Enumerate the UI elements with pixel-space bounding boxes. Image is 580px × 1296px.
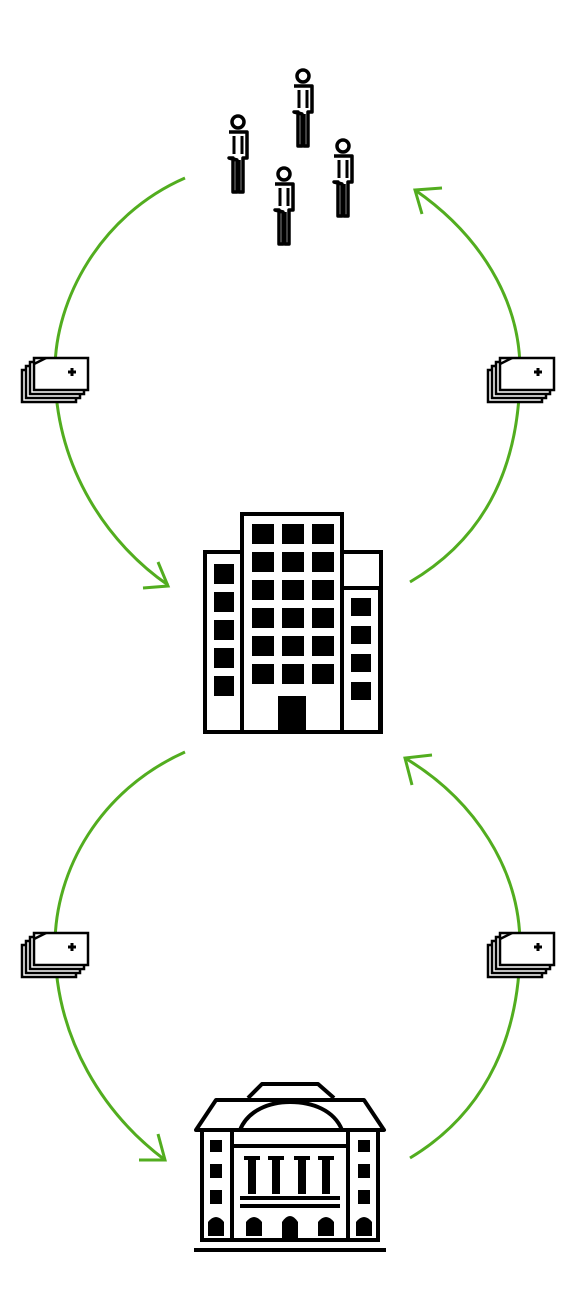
people-group-icon	[227, 68, 354, 246]
money-icon	[20, 931, 90, 979]
office-building-icon	[203, 512, 383, 734]
bank-columns	[208, 1140, 372, 1240]
money-icon	[486, 931, 556, 979]
money-icon	[20, 356, 90, 404]
money-icon	[486, 356, 556, 404]
